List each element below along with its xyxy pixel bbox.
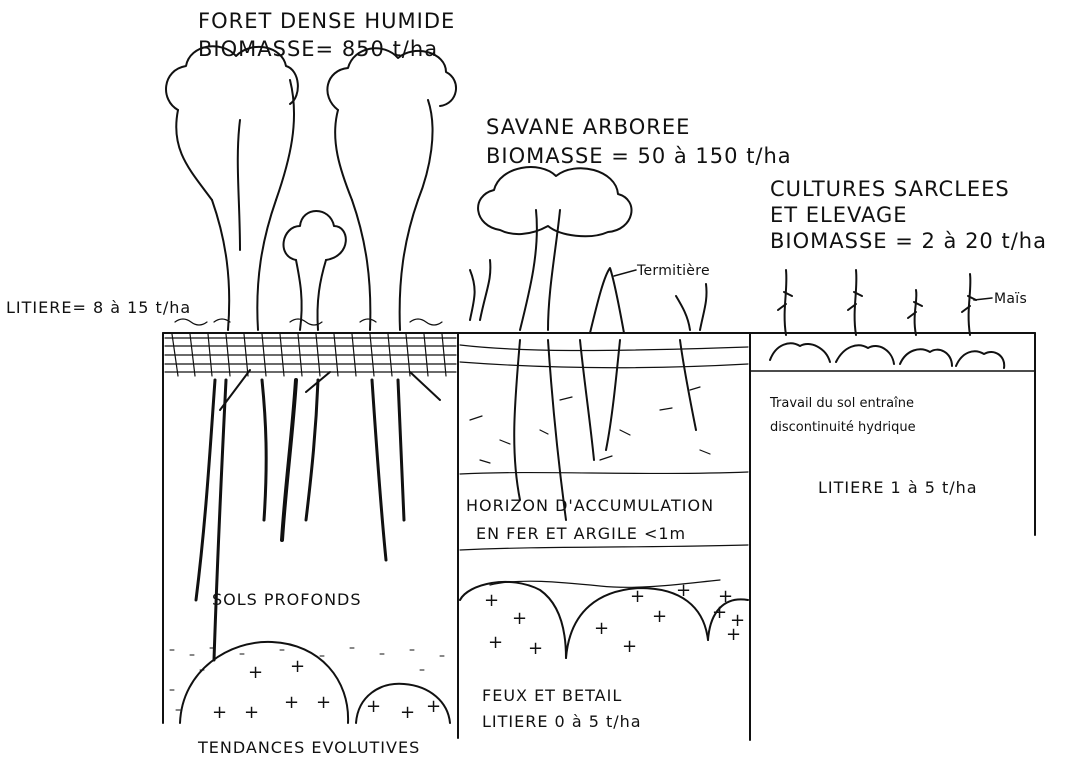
svg-text:+: + [726, 624, 741, 645]
svg-text:+: + [528, 638, 543, 659]
crops-biomass: BIOMASSE = 2 à 20 t/ha [770, 228, 1047, 254]
svg-text:+: + [512, 608, 527, 629]
savanna-biomass: BIOMASSE = 50 à 150 t/ha [486, 143, 792, 169]
maize-plants [770, 270, 1004, 368]
svg-text:+: + [630, 586, 645, 607]
svg-text:+: + [244, 702, 259, 723]
svg-text:+: + [426, 696, 441, 717]
svg-text:+: + [316, 692, 331, 713]
svg-text:+: + [622, 636, 637, 657]
svg-text:+: + [284, 692, 299, 713]
svg-text:+: + [400, 702, 415, 723]
svg-text:+: + [212, 702, 227, 723]
horizon-label-line2: EN FER ET ARGILE <1m [476, 524, 686, 544]
svg-text:+: + [712, 602, 727, 623]
svg-text:+: + [676, 580, 691, 601]
savanna-title: SAVANE ARBOREE [486, 114, 690, 140]
horizon-label-line1: HORIZON D'ACCUMULATION [466, 496, 714, 516]
svg-text:+: + [652, 606, 667, 627]
savanna-tree [470, 167, 707, 330]
forest-stipple-band [170, 648, 444, 710]
tillage-note-line1: Travail du sol entraîne [770, 396, 914, 412]
savanna-factors-label: FEUX ET BETAIL [482, 686, 622, 706]
crops-title-line1: CULTURES SARCLEES [770, 176, 1010, 202]
diagram-caption: TENDANCES EVOLUTIVES [198, 738, 420, 758]
maize-label: Maïs [994, 290, 1027, 308]
svg-text:+: + [488, 632, 503, 653]
forest-litter-band [165, 319, 456, 376]
svg-text:+: + [290, 656, 305, 677]
svg-text:+: + [594, 618, 609, 639]
termite-mound-label: Termitière [637, 262, 710, 280]
crops-title-line2: ET ELEVAGE [770, 202, 908, 228]
forest-litter-label: LITIERE= 8 à 15 t/ha [6, 298, 191, 318]
crops-litter-label: LITIERE 1 à 5 t/ha [818, 478, 978, 498]
savanna-litter-label: LITIERE 0 à 5 t/ha [482, 712, 642, 732]
svg-text:+: + [248, 662, 263, 683]
svg-text:+: + [484, 590, 499, 611]
savanna-soil-layers [460, 345, 748, 587]
forest-biomass: BIOMASSE= 850 t/ha [198, 36, 438, 62]
termite-mound [590, 268, 624, 333]
tillage-note-line2: discontinuité hydrique [770, 420, 916, 436]
forest-soil-label: SOLS PROFONDS [212, 590, 362, 610]
termite-pointer [614, 270, 636, 276]
svg-text:+: + [366, 696, 381, 717]
forest-title: FORET DENSE HUMIDE [198, 8, 455, 34]
